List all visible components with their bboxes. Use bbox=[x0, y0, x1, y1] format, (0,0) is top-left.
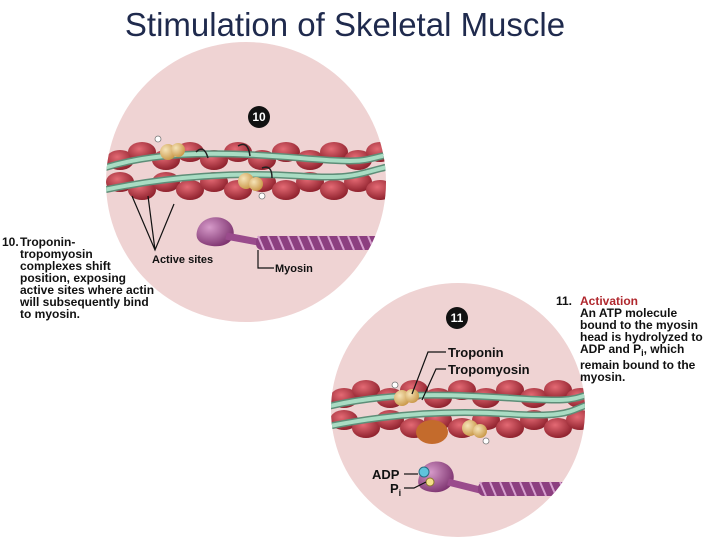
pi-letter: P bbox=[390, 481, 399, 496]
step10-description: Troponin- tropomyosin complexes shift po… bbox=[20, 236, 154, 320]
adp-prefix: ADP and P bbox=[580, 342, 641, 356]
step10-badge-number: 10 bbox=[248, 110, 270, 124]
troponin-label: Troponin bbox=[448, 345, 504, 360]
adp-suffix: , which bbox=[644, 342, 685, 356]
adp-label: ADP bbox=[372, 467, 399, 482]
active-sites-label: Active sites bbox=[152, 254, 213, 266]
step11-line-adp: ADP and Pi, which bbox=[580, 343, 703, 359]
tropomyosin-label: Tropomyosin bbox=[448, 362, 530, 377]
step11-line: myosin. bbox=[580, 371, 703, 383]
myosin-label: Myosin bbox=[275, 263, 313, 275]
step11-badge-number: 11 bbox=[446, 311, 468, 325]
pi-label-subscript: i bbox=[399, 488, 402, 498]
step10-number: 10. bbox=[2, 236, 19, 248]
step11-number: 11. bbox=[556, 295, 572, 307]
step11-description: Activation An ATP molecule bound to the … bbox=[580, 295, 703, 383]
step10-line: to myosin. bbox=[20, 308, 154, 320]
pi-label: Pi bbox=[390, 481, 401, 498]
